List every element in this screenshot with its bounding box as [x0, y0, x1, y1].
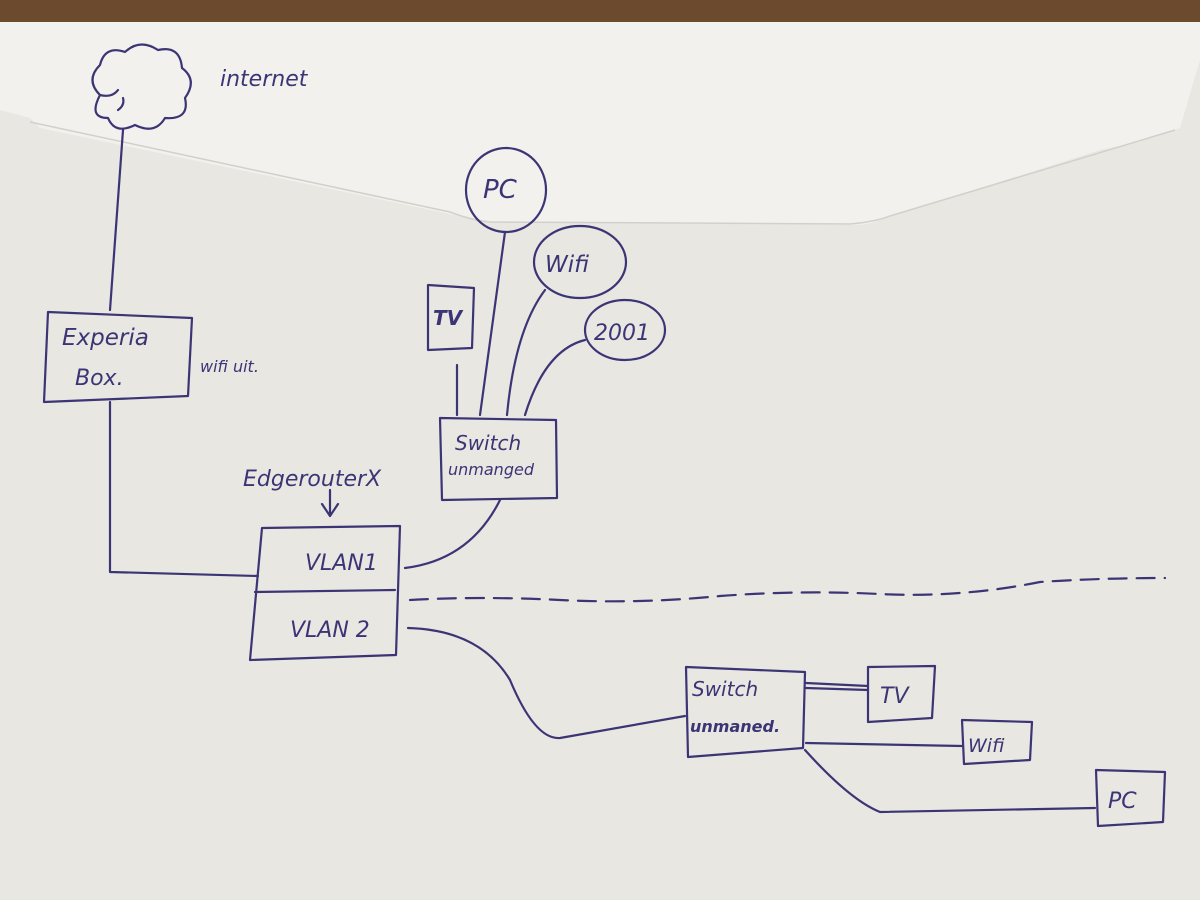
- switch2-box: [684, 665, 807, 759]
- modem-note: wifi uit.: [200, 357, 259, 376]
- switch1-label-line1: Switch: [455, 431, 521, 455]
- vlan1-label: VLAN1: [305, 551, 378, 576]
- tv1-box: [426, 283, 476, 352]
- modem-label-line1: Experia: [62, 325, 149, 351]
- modem-box: [42, 310, 194, 404]
- table-edge: [0, 0, 1200, 22]
- arrow-down-icon: [320, 488, 340, 518]
- pc2-box: [1094, 768, 1167, 828]
- internet-label: internet: [220, 67, 309, 92]
- switch1-box: [438, 416, 559, 502]
- switch1-label-line2: unmanged: [448, 460, 535, 479]
- switch2-wifi-link: [804, 741, 964, 748]
- vlan-separator: [408, 576, 1167, 603]
- vlan2-link: [406, 626, 687, 740]
- modem-router-link: [108, 400, 260, 578]
- device-2001-label: 2001: [594, 321, 650, 346]
- switch1-device-links: [455, 230, 587, 417]
- switch2-tv-link: [804, 681, 870, 692]
- cloud-icon: [91, 43, 192, 130]
- envelope-flap: [0, 22, 1200, 225]
- device-2001-circle: [583, 298, 667, 362]
- modem-label-line2: Box.: [75, 366, 124, 391]
- router-box: [248, 524, 402, 662]
- tv1-label: TV: [433, 306, 464, 330]
- tv2-label: TV: [880, 684, 910, 709]
- wifi2-label: Wifi: [968, 735, 1005, 757]
- switch2-pc-link: [803, 748, 1097, 814]
- wifi2-box: [960, 718, 1034, 766]
- internet-link: [108, 128, 125, 312]
- vlan2-label: VLAN 2: [290, 618, 370, 643]
- switch2-label-line1: Switch: [692, 677, 758, 701]
- pc1-label: PC: [483, 175, 518, 205]
- pc2-label: PC: [1108, 789, 1137, 814]
- tv2-box: [866, 664, 937, 724]
- vlan1-link: [403, 498, 502, 570]
- pc1-circle: [464, 146, 548, 234]
- router-label: EdgerouterX: [243, 467, 382, 492]
- wifi1-label: Wifi: [545, 252, 589, 278]
- wifi1-circle: [532, 224, 628, 300]
- flap-edge: [29, 121, 1176, 225]
- switch2-label-line2: unmaned.: [690, 717, 780, 736]
